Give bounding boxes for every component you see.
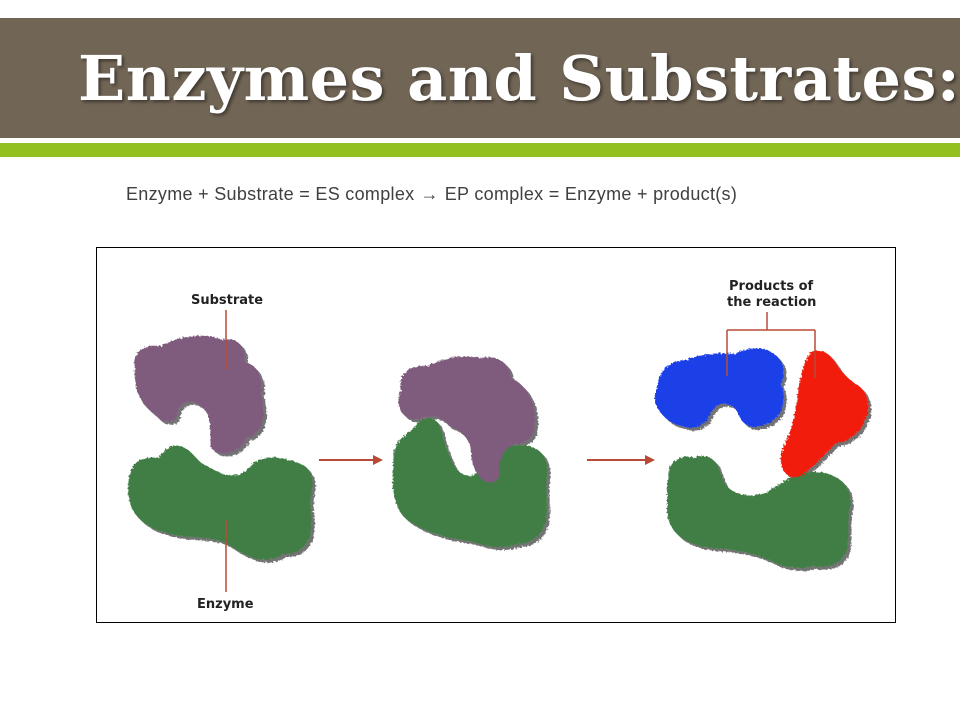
products-bracket: [726, 312, 816, 378]
slide-title: Enzymes and Substrates:: [78, 42, 960, 115]
product-blue-shape: [655, 348, 784, 428]
substrate-label: Substrate: [191, 293, 263, 308]
substrate-shape-1: [134, 335, 264, 454]
enzyme-label: Enzyme: [197, 597, 254, 612]
equation-left: Enzyme + Substrate = ES complex: [126, 184, 415, 204]
enzyme-shape-2: [392, 418, 548, 547]
enzyme-shape-1: [128, 445, 313, 560]
substrate-shape-2: [398, 356, 536, 483]
equation-right: EP complex = Enzyme + product(s): [444, 184, 738, 204]
equation-arrow-icon: →: [420, 184, 439, 204]
reaction-equation: Enzyme + Substrate = ES complex→EP compl…: [126, 184, 737, 205]
reaction-arrow-icon: [587, 455, 655, 465]
enzyme-diagram: Substrate Enzyme Products of the reactio…: [96, 247, 896, 623]
products-label-line1: Products of: [729, 279, 814, 294]
enzyme-shape-3: [667, 456, 851, 569]
title-divider: [0, 138, 960, 143]
title-bar: Enzymes and Substrates:: [0, 18, 960, 138]
reaction-arrow-icon: [319, 455, 383, 465]
accent-bar: [0, 143, 960, 157]
product-red-shape: [780, 350, 869, 478]
products-label-line2: the reaction: [727, 295, 816, 310]
